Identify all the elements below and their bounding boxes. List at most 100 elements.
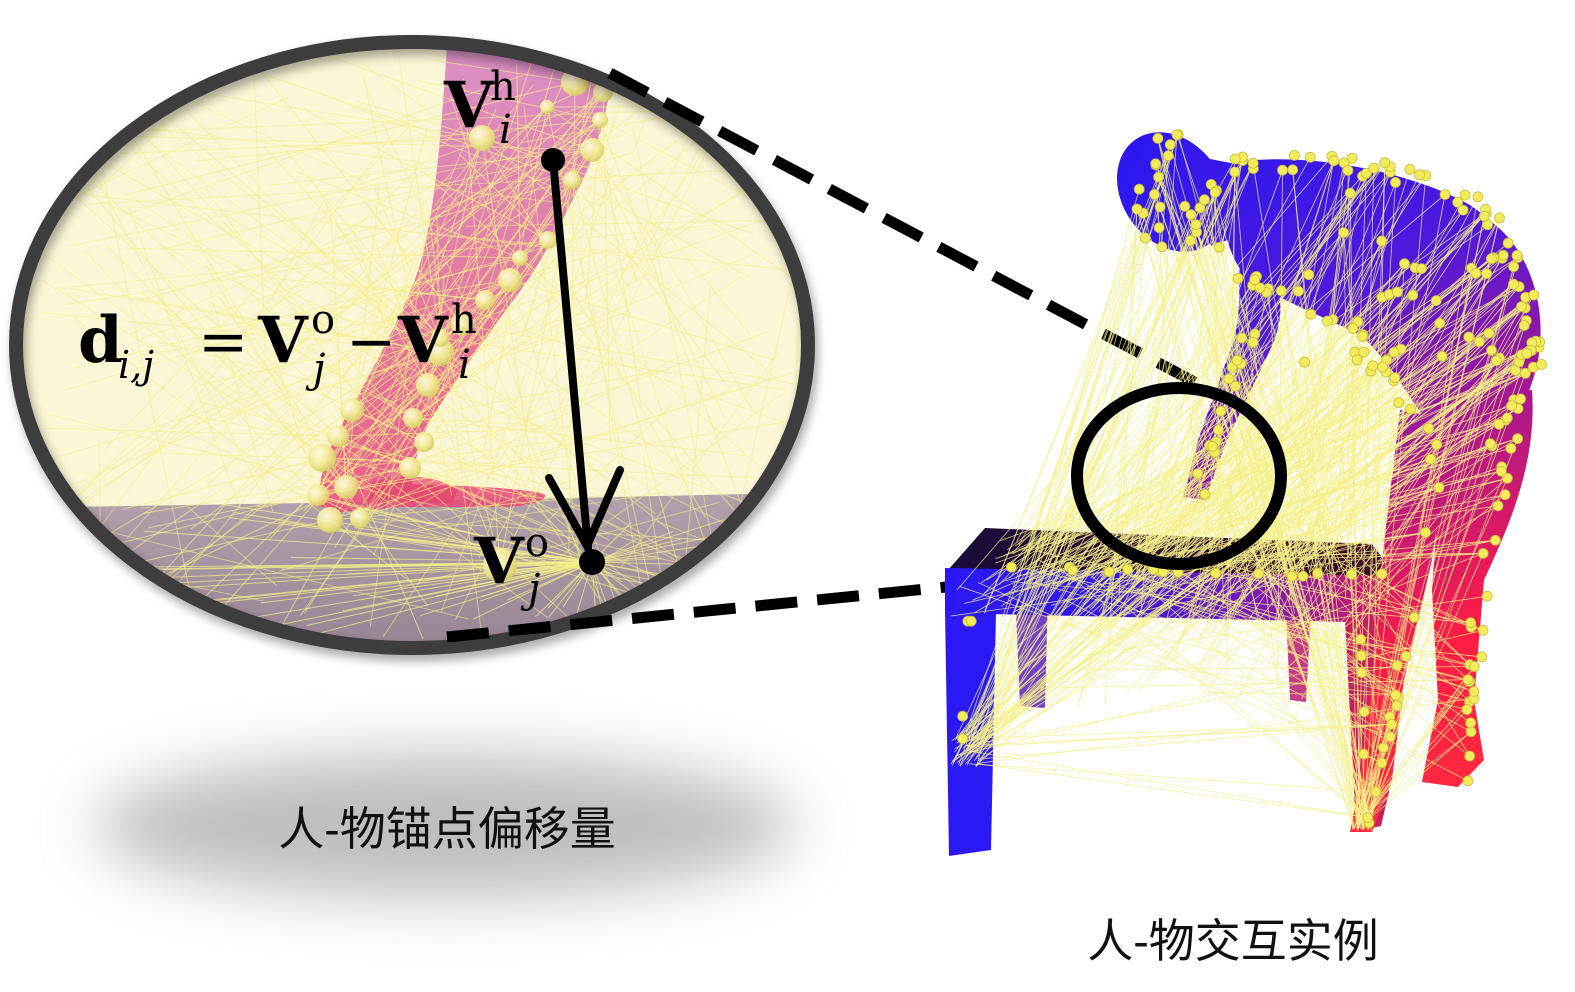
- contact-line: [1198, 556, 1415, 618]
- contact-line: [1092, 212, 1487, 580]
- anchor-point: [1486, 344, 1497, 356]
- offset-arrow: [541, 148, 624, 575]
- anchor-point: [1404, 163, 1416, 175]
- contact-line: [1280, 290, 1370, 829]
- anchor-point: [1400, 650, 1412, 662]
- contact-line: [263, 146, 441, 339]
- contact-line: [1004, 319, 1334, 627]
- zoom-content: [20, 46, 804, 644]
- anchor-point: [1249, 274, 1261, 286]
- contact-line: [73, 317, 331, 521]
- anchor-point: [1230, 380, 1241, 392]
- anchor-point: [1357, 330, 1368, 342]
- contact-line: [141, 283, 304, 339]
- contact-line: [87, 167, 782, 205]
- contact-line: [1201, 543, 1470, 757]
- contact-line: [122, 457, 323, 510]
- contact-line: [355, 100, 483, 139]
- anchor-point: [1462, 775, 1474, 787]
- contact-line: [369, 502, 720, 597]
- contact-line: [425, 186, 577, 206]
- contact-line: [977, 582, 1382, 764]
- anchor-point: [1392, 286, 1403, 298]
- contact-line: [346, 561, 593, 575]
- contact-line: [1352, 681, 1470, 830]
- anchor-point: [1192, 468, 1204, 480]
- contact-line: [427, 205, 484, 644]
- anchor-point: [1210, 567, 1222, 579]
- contact-line: [591, 538, 681, 563]
- contact-line: [1053, 441, 1217, 546]
- contact-line: [417, 491, 668, 532]
- contact-line: [99, 82, 347, 488]
- anchor-point: [1213, 241, 1225, 253]
- contact-line: [973, 371, 1387, 739]
- contact-line: [484, 266, 564, 301]
- anchor-point: [1512, 433, 1523, 445]
- anchor-point: [1122, 563, 1133, 575]
- contact-line: [123, 73, 526, 216]
- contact-line: [353, 231, 425, 443]
- zoom-contact-lines: [25, 46, 804, 644]
- contact-line: [1292, 169, 1355, 829]
- contact-line: [652, 216, 752, 336]
- anchor-point: [1149, 188, 1160, 200]
- contact-line: [998, 292, 1267, 585]
- contact-line: [1235, 399, 1515, 615]
- anchor-point: [1481, 268, 1492, 280]
- contact-line: [1356, 373, 1526, 831]
- anchor-point: [1367, 360, 1378, 372]
- anchor-point: [1179, 200, 1191, 212]
- anchor-point: [1154, 201, 1166, 213]
- anchor-point: [1139, 232, 1151, 244]
- anchor-point: [1408, 612, 1420, 623]
- anchor-point: [1185, 235, 1196, 247]
- contact-line: [465, 561, 593, 588]
- caption-offset: 人-物锚点偏移量: [278, 802, 616, 856]
- contact-line: [412, 368, 671, 419]
- anchor-point: [1376, 568, 1388, 580]
- contact-line: [964, 749, 1368, 819]
- contact-line: [189, 237, 514, 536]
- anchor-point: [1468, 661, 1480, 672]
- contact-line: [1308, 398, 1521, 550]
- anchor-point: [1486, 253, 1497, 265]
- contact-line: [116, 73, 441, 353]
- contact-line: [1361, 216, 1485, 820]
- caption-instance: 人-物交互实例: [1087, 914, 1379, 968]
- contact-line: [271, 190, 330, 300]
- contact-line: [190, 561, 593, 607]
- contact-line: [330, 561, 593, 569]
- anchor-point: [1502, 237, 1514, 249]
- anchor-point: [1393, 397, 1405, 408]
- anchor-point: [1476, 651, 1488, 663]
- anchor-point: [1452, 196, 1464, 208]
- contact-line: [1311, 494, 1506, 656]
- anchor-point: [1362, 812, 1374, 823]
- anchor-point: [399, 457, 421, 479]
- anchor-point: [957, 733, 968, 745]
- formula-term2-sup: h: [451, 297, 477, 343]
- anchor-point: [350, 508, 370, 528]
- contact-line: [1055, 258, 1492, 587]
- anchor-point: [1379, 157, 1391, 169]
- contact-line: [427, 311, 626, 386]
- anchor-point: [1328, 155, 1340, 167]
- anchor-point: [1358, 706, 1370, 718]
- contact-line: [1296, 217, 1500, 557]
- scene-anchor-points: [957, 129, 1547, 829]
- anchor-point: [1536, 358, 1547, 370]
- anchor-point: [1213, 424, 1224, 436]
- anchor-point: [1150, 158, 1162, 170]
- contact-line: [1357, 217, 1500, 831]
- anchor-point: [1490, 534, 1501, 546]
- contact-line: [1214, 452, 1240, 551]
- contact-line: [369, 228, 501, 566]
- contact-line: [1368, 731, 1472, 820]
- contact-line: [426, 137, 483, 365]
- contact-line: [45, 413, 716, 572]
- contact-line: [351, 127, 428, 411]
- contact-line: [1343, 540, 1471, 666]
- formula-term2-sub: i: [458, 342, 471, 388]
